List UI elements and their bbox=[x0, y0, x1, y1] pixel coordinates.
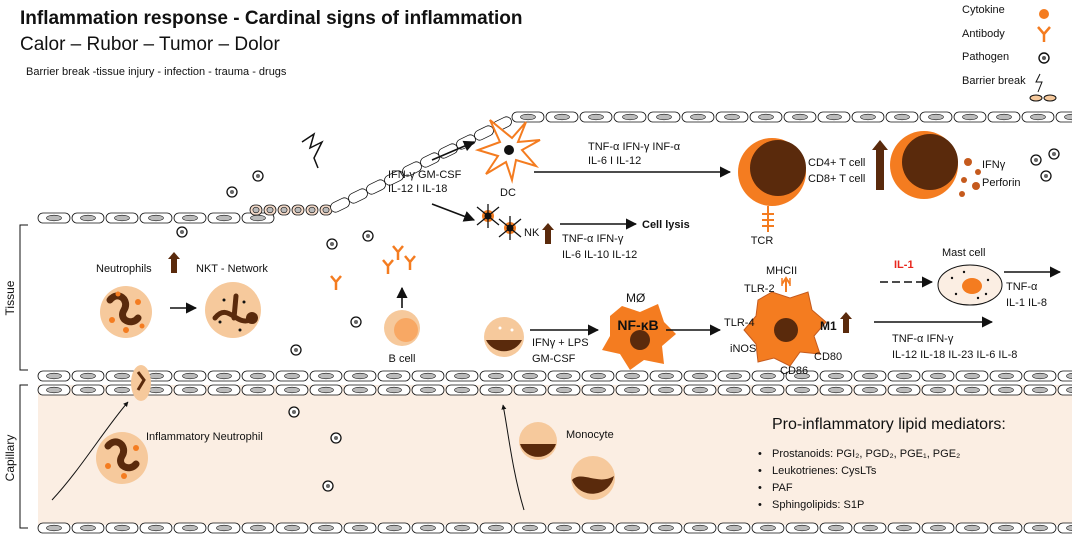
legend bbox=[1029, 9, 1057, 102]
inflammatory-neutrophil bbox=[96, 432, 148, 484]
neutrophil-migration-arrow bbox=[51, 401, 129, 501]
label-mhcii: MHCII bbox=[766, 265, 797, 277]
label-il1: IL-1 bbox=[894, 259, 914, 271]
label-perforin: Perforin bbox=[982, 177, 1021, 189]
label-nk-cytokines-2: IL-6 IL-10 IL-12 bbox=[562, 249, 637, 261]
capillary-label: Capillary bbox=[3, 435, 17, 482]
nk-cells bbox=[476, 204, 522, 240]
page-title: Inflammation response - Cardinal signs o… bbox=[20, 8, 523, 29]
label-inos: iNOS bbox=[730, 343, 756, 355]
label-m1-cytokines-1: TNF-α IFN-γ bbox=[892, 333, 954, 345]
label-nfkb: NF-κB bbox=[617, 317, 658, 333]
label-neutrophils: Neutrophils bbox=[96, 263, 152, 275]
t-cell-up-arrow-icon bbox=[872, 140, 888, 190]
label-nk: NK bbox=[524, 227, 540, 239]
pathway-arrows bbox=[170, 140, 1062, 336]
lipid-item: PAF bbox=[758, 480, 960, 497]
label-dc-cytokines-1: TNF-α IFN-γ INF-α bbox=[588, 141, 681, 153]
label-cd4: CD4+ T cell bbox=[808, 157, 865, 169]
lipid-item: Leukotrienes: CysLTs bbox=[758, 463, 960, 480]
label-b-cell: B cell bbox=[389, 353, 416, 365]
label-dc: DC bbox=[500, 187, 516, 199]
m1-macrophage bbox=[743, 276, 827, 367]
effector-t-cell bbox=[890, 131, 981, 199]
legend-pathogen-label: Pathogen bbox=[962, 51, 1010, 63]
legend-barrier-break-label: Barrier break bbox=[962, 75, 1026, 87]
label-tlr2: TLR-2 bbox=[744, 283, 775, 295]
antibody-icon bbox=[1037, 26, 1051, 42]
label-mast-cytokines-2: IL-1 IL-8 bbox=[1006, 297, 1047, 309]
tissue-monocyte bbox=[484, 317, 524, 357]
label-m1-cytokines-2: IL-12 IL-18 IL-23 IL-6 IL-8 bbox=[892, 349, 1017, 361]
legend-cytokine-label: Cytokine bbox=[962, 4, 1005, 16]
nk-up-arrow-icon bbox=[542, 223, 554, 244]
label-nkt: NKT - Network bbox=[196, 263, 268, 275]
label-ifng-lps: IFNγ + LPS bbox=[532, 337, 589, 349]
lipids-list: Prostanoids: PGI₂, PGD₂, PGE₁, PGE₂ Leuk… bbox=[758, 446, 960, 514]
legend-antibody-label: Antibody bbox=[962, 28, 1005, 40]
increase-arrows bbox=[168, 140, 888, 333]
lipid-item: Sphingolipids: S1P bbox=[758, 497, 960, 514]
lipid-item: Prostanoids: PGI₂, PGD₂, PGE₁, PGE₂ bbox=[758, 446, 960, 463]
label-tlr4: TLR-4 bbox=[724, 317, 755, 329]
pathogen-icon bbox=[1038, 52, 1050, 64]
label-il12-il18: IL-12 I IL-18 bbox=[388, 183, 447, 195]
label-inflammatory-neutrophil: Inflammatory Neutrophil bbox=[146, 431, 263, 443]
antibodies bbox=[330, 245, 416, 290]
m1-up-arrow-icon bbox=[840, 312, 852, 333]
barrier-break-bolt-icon bbox=[301, 132, 324, 169]
label-nk-cytokines-1: TNF-α IFN-γ bbox=[562, 233, 624, 245]
page-subtitle: Calor – Rubor – Tumor – Dolor bbox=[20, 34, 280, 55]
label-ifng: IFNγ bbox=[982, 159, 1006, 171]
label-mast-cell: Mast cell bbox=[942, 247, 985, 259]
neutrophil-up-arrow-icon bbox=[168, 252, 180, 273]
lipids-title: Pro-inflammatory lipid mediators: bbox=[772, 416, 1006, 433]
barrier-break-icon bbox=[1029, 73, 1057, 102]
pathogens bbox=[176, 148, 1060, 492]
label-cd8: CD8+ T cell bbox=[808, 173, 865, 185]
label-cell-lysis: Cell lysis bbox=[642, 219, 690, 231]
causes-line: Barrier break -tissue injury - infection… bbox=[26, 66, 287, 78]
label-mast-cytokines-1: TNF-α bbox=[1006, 281, 1038, 293]
label-cd86: CD86 bbox=[780, 365, 808, 377]
transmigrating-neutrophil bbox=[131, 365, 151, 401]
label-gmcsf: GM-CSF bbox=[532, 353, 576, 365]
tissue-label: Tissue bbox=[3, 280, 17, 315]
nkt-network-cell bbox=[205, 282, 261, 338]
dendritic-cell bbox=[474, 119, 541, 184]
label-cd80: CD80 bbox=[814, 351, 842, 363]
capillary-monocytes bbox=[519, 422, 615, 500]
tissue-neutrophil bbox=[100, 286, 152, 338]
label-monocyte: Monocyte bbox=[566, 429, 614, 441]
label-ifn-gmcsf: IFN-γ GM-CSF bbox=[388, 169, 462, 181]
mast-cell bbox=[937, 264, 1003, 306]
monocyte-migration-arrow bbox=[501, 404, 525, 511]
label-mphi: MØ bbox=[626, 291, 645, 305]
macrophage-nfkb bbox=[602, 304, 676, 370]
cytokine-icon bbox=[1039, 9, 1049, 19]
label-m1: M1 bbox=[820, 319, 837, 333]
label-tcr: TCR bbox=[751, 235, 774, 247]
b-cell bbox=[384, 310, 420, 346]
t-cell-tcr bbox=[738, 138, 806, 232]
region-brackets bbox=[19, 224, 28, 529]
label-dc-cytokines-2: IL-6 I IL-12 bbox=[588, 155, 641, 167]
